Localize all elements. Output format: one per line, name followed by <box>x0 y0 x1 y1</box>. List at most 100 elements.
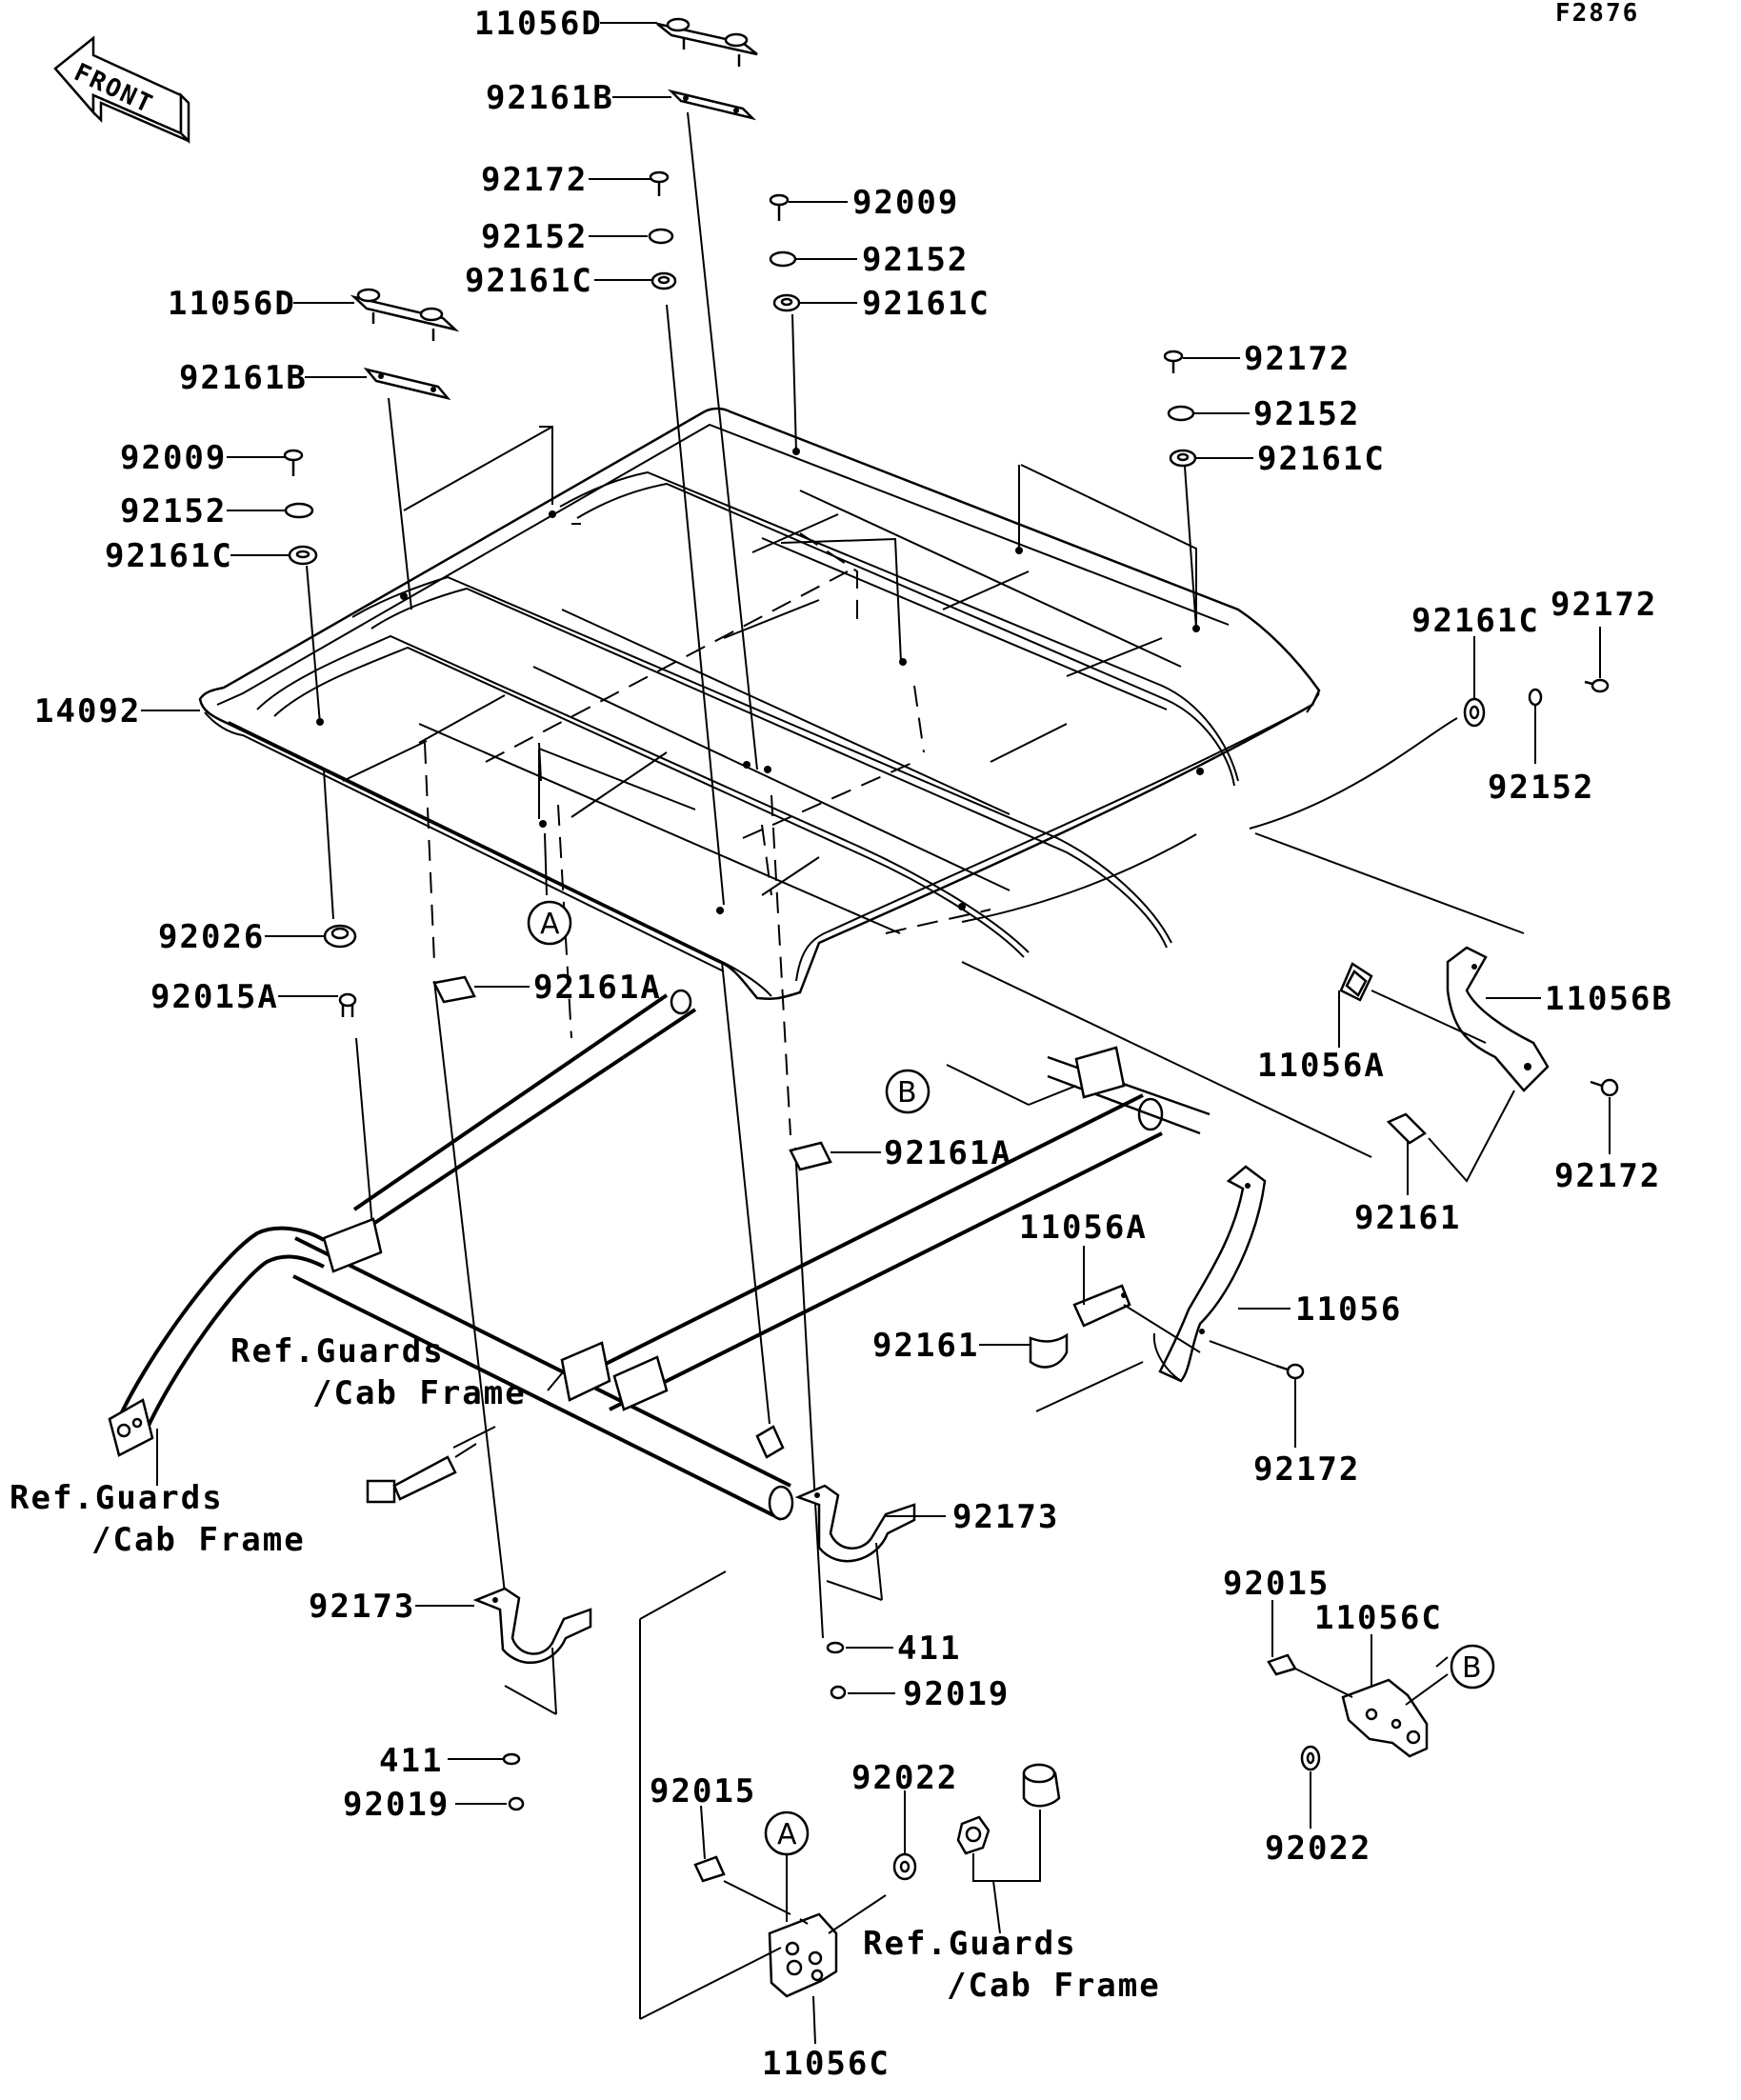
label-cab-frame-3: /Cab Frame <box>947 1967 1161 2005</box>
clip-92161-r <box>1386 1112 1427 1145</box>
label-92161c-top: 92161C <box>465 262 593 300</box>
bracket-11056c-bottom <box>768 1912 838 1998</box>
label-411-r: 411 <box>897 1630 961 1668</box>
label-92172-right: 92172 <box>1244 340 1351 378</box>
label-92172-far: 92172 <box>1551 586 1657 624</box>
callout-b-1-label: B <box>897 1076 917 1110</box>
washer-92152-top <box>648 228 674 245</box>
label-92019-r: 92019 <box>903 1675 1010 1713</box>
label-92161a-1: 92161A <box>533 969 662 1007</box>
bracket-11056d-left <box>350 288 460 341</box>
label-92172-b: 92172 <box>1554 1157 1661 1195</box>
label-ref-guards-2: Ref.Guards <box>10 1479 224 1517</box>
label-92161b-left: 92161B <box>179 359 308 397</box>
bracket-11056c-right <box>1341 1678 1429 1758</box>
washer-92152-mid <box>769 250 797 268</box>
clip-92015-b <box>693 1855 726 1883</box>
callout-a-2 <box>764 1810 810 1856</box>
callout-a-2-label: A <box>777 1818 797 1851</box>
callout-b-2 <box>1450 1644 1495 1690</box>
bracket-11056a-2 <box>1072 1284 1131 1328</box>
washer-92152-left <box>284 502 314 519</box>
label-411-l: 411 <box>379 1742 443 1780</box>
screw-92172-c <box>1275 1363 1305 1380</box>
label-14092: 14092 <box>34 692 141 730</box>
label-92172-top: 92172 <box>481 161 588 199</box>
label-92019-l: 92019 <box>343 1786 450 1824</box>
label-92161c-left: 92161C <box>105 537 233 575</box>
clamp-92173-left <box>472 1587 592 1665</box>
screw-92009-left <box>283 449 304 476</box>
plate-92161b-left <box>363 367 451 401</box>
label-92161c-mid: 92161C <box>862 285 991 323</box>
roof-14092 <box>198 407 1321 1000</box>
label-92161c-right: 92161C <box>1257 440 1386 478</box>
plate-hole <box>683 95 689 101</box>
screw-92172-b <box>1590 1078 1619 1097</box>
label-92173-l: 92173 <box>309 1588 415 1626</box>
label-92172-c: 92172 <box>1253 1450 1360 1489</box>
label-cab-frame-1: /Cab Frame <box>312 1374 527 1412</box>
front-arrow-icon: FRONT <box>53 35 190 145</box>
screw-92172-top <box>649 170 670 196</box>
bracket-11056 <box>1158 1165 1267 1383</box>
cab-frame-tubes <box>108 989 1211 1521</box>
label-11056b: 11056B <box>1545 980 1673 1018</box>
label-cab-frame-2: /Cab Frame <box>91 1521 306 1559</box>
label-92161-m: 92161 <box>872 1327 979 1365</box>
label-92026: 92026 <box>158 918 265 956</box>
nut-92019-r <box>830 1685 847 1700</box>
leader-lines <box>141 22 1611 2045</box>
clip-92161-m <box>1029 1332 1069 1369</box>
washer-92152-far <box>1528 688 1543 707</box>
label-92152-left: 92152 <box>120 492 227 530</box>
washer-411-r <box>826 1641 845 1654</box>
label-ref-guards-3: Ref.Guards <box>863 1925 1077 1963</box>
label-92161b-top: 92161B <box>486 79 614 117</box>
label-11056: 11056 <box>1295 1290 1402 1329</box>
label-92152-right: 92152 <box>1253 395 1360 433</box>
label-92152-far: 92152 <box>1488 769 1594 807</box>
washer-92152-right <box>1167 405 1195 422</box>
label-ref-guards-1: Ref.Guards <box>230 1332 445 1370</box>
label-92152-top: 92152 <box>481 218 588 256</box>
bracket-11056b <box>1446 946 1550 1092</box>
label-11056c-b: 11056C <box>762 2045 891 2083</box>
label-92152-mid: 92152 <box>862 241 969 279</box>
callout-a-1 <box>527 900 572 946</box>
screw-92172-right <box>1163 350 1184 373</box>
label-92015-b: 92015 <box>650 1772 756 1810</box>
plate-92161b-top <box>667 89 757 121</box>
pad-92161a-2 <box>789 1141 832 1171</box>
washer-411-l <box>502 1752 521 1766</box>
callout-b-1 <box>885 1069 931 1114</box>
callout-b-2-label: B <box>1462 1651 1482 1685</box>
label-11056a-1: 11056A <box>1257 1047 1386 1085</box>
label-11056c-r: 11056C <box>1314 1599 1443 1637</box>
label-92015a: 92015A <box>150 978 279 1016</box>
callout-a-1-label: A <box>540 908 560 941</box>
label-92161-r: 92161 <box>1354 1199 1461 1237</box>
label-92161a-2: 92161A <box>884 1134 1012 1172</box>
label-92161c-far: 92161C <box>1411 602 1540 640</box>
label-11056d-top: 11056D <box>474 5 603 43</box>
plate-hole <box>733 108 739 113</box>
bracket-11056d-top <box>656 17 758 67</box>
nut-92019-l <box>508 1796 525 1811</box>
label-11056d-left: 11056D <box>168 285 296 323</box>
label-92009-mid: 92009 <box>852 184 959 222</box>
clip-92015-r <box>1267 1653 1297 1676</box>
label-92173-r: 92173 <box>952 1498 1059 1536</box>
label-92022-r: 92022 <box>1265 1830 1371 1868</box>
label-92009-left: 92009 <box>120 439 227 477</box>
cap-bottom <box>1022 1763 1061 1808</box>
figure-code: F2876 <box>1555 0 1639 28</box>
screw-92009-mid <box>769 193 790 221</box>
label-11056a-2: 11056A <box>1019 1209 1148 1247</box>
screw-92172-far <box>1584 678 1610 693</box>
label-92015-r: 92015 <box>1223 1565 1330 1603</box>
pin-92015a <box>338 992 357 1017</box>
label-92022-b: 92022 <box>851 1759 958 1797</box>
